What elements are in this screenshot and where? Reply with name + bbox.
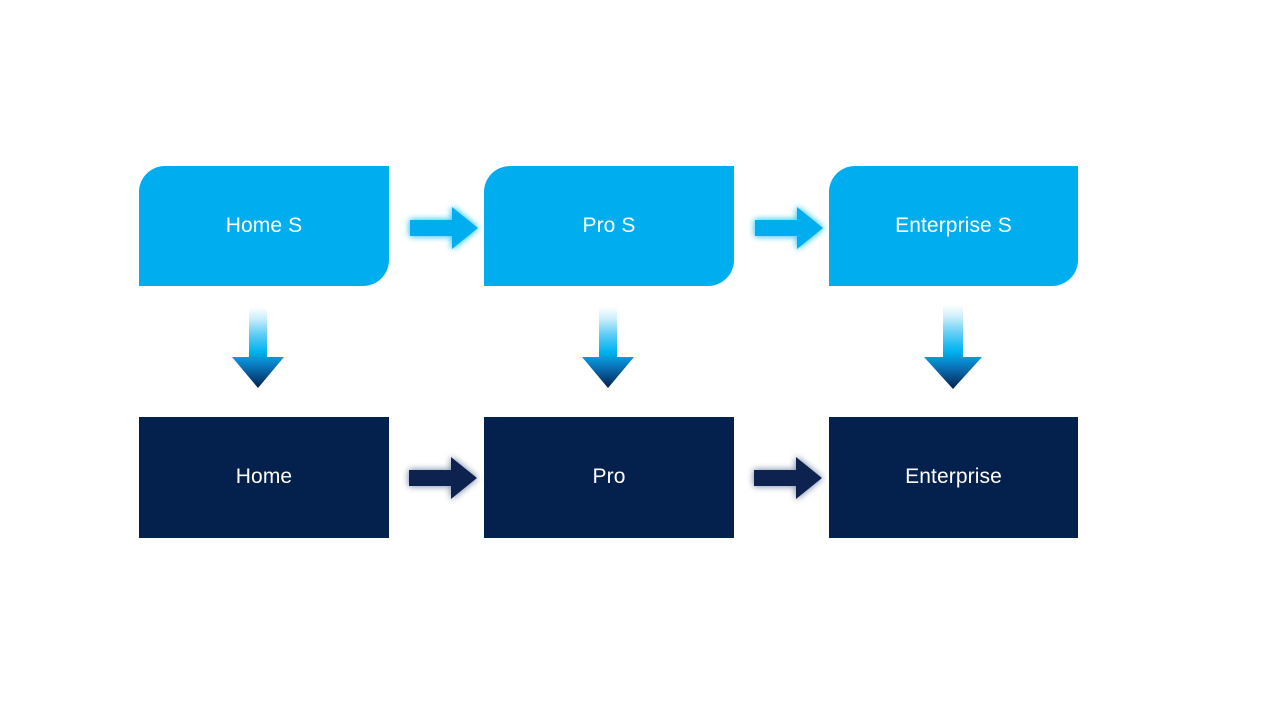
tier-box-label: Enterprise [905,465,1002,488]
arrow-pro-s-to-enterprise-s-icon [755,207,823,249]
arrow-home-s-to-pro-s-icon [410,207,478,249]
arrow-home-s-to-home-icon [232,307,284,388]
tier-box-label: Pro [592,465,626,488]
arrow-home-to-pro-icon [409,457,477,499]
arrow-pro-to-enterprise-icon [754,457,822,499]
tier-box-home-s[interactable]: Home S [139,166,389,286]
tier-box-pro-s[interactable]: Pro S [484,166,734,286]
tier-box-label: Home S [225,213,303,237]
tier-box-enterprise-s[interactable]: Enterprise S [829,166,1078,286]
arrow-pro-s-to-pro-icon [582,307,634,388]
arrow-enterprise-s-to-enterprise-icon [924,305,982,389]
tier-box-home[interactable]: Home [139,417,389,538]
tier-box-label: Home [235,465,293,488]
tier-box-label: Pro S [582,213,636,237]
tier-box-label: Enterprise S [895,213,1012,237]
tier-box-pro[interactable]: Pro [484,417,734,538]
tier-box-enterprise[interactable]: Enterprise [829,417,1078,538]
